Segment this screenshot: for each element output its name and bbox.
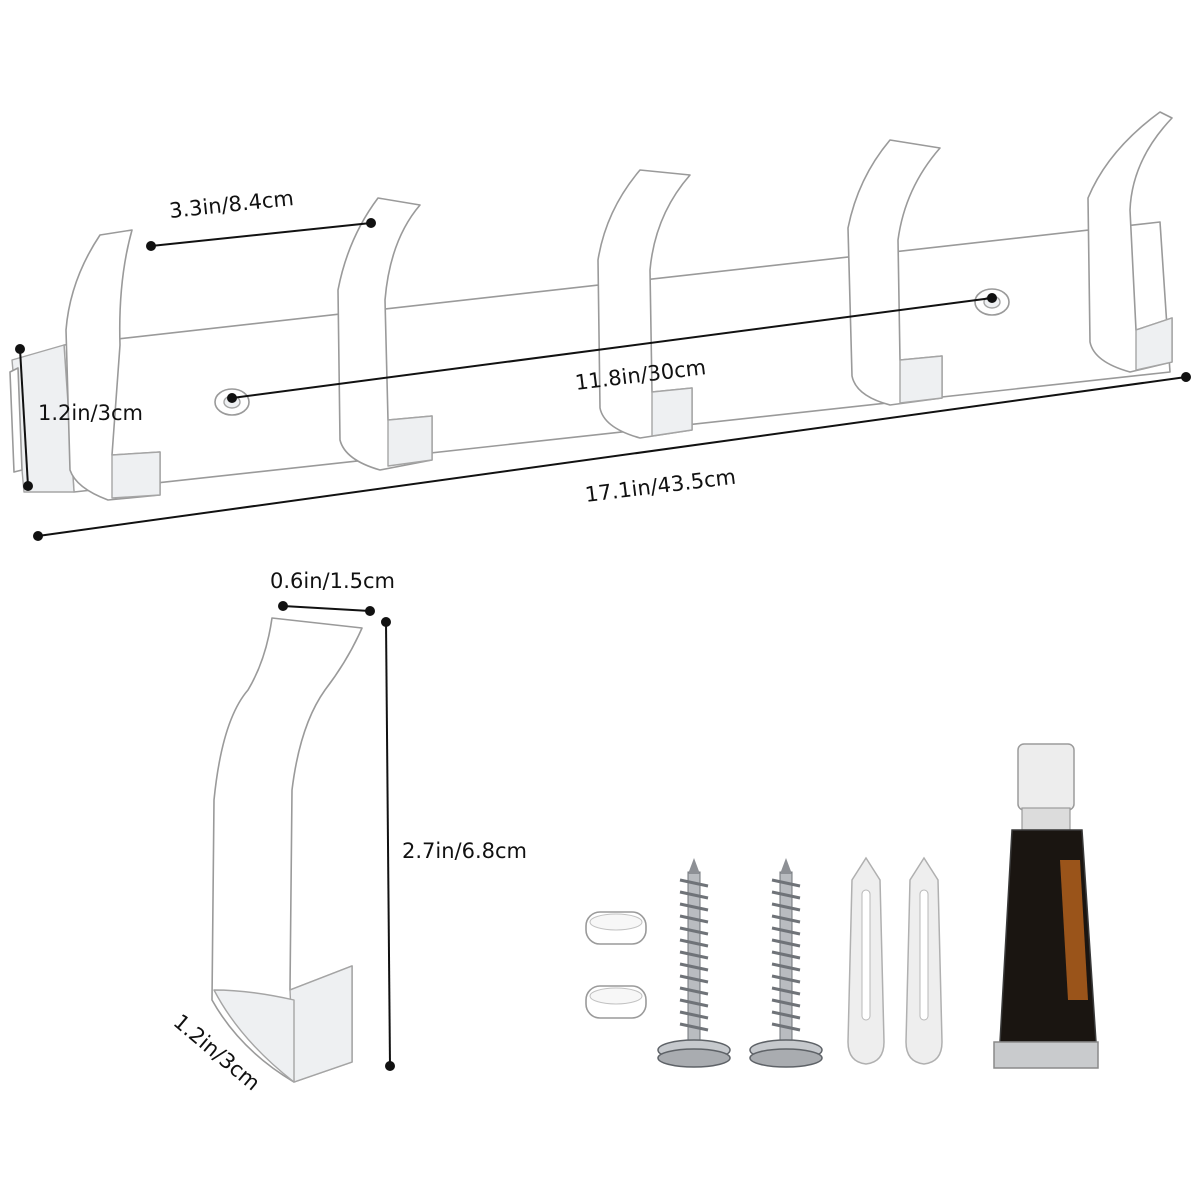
hook-width-endpoint-a (278, 601, 288, 611)
hook-spacing-endpoint-b (366, 218, 376, 228)
rail-length-line (37, 376, 1187, 537)
rail-hook-5 (1087, 111, 1173, 373)
hook-height-endpoint-b (385, 1061, 395, 1071)
hook-body (211, 617, 363, 1083)
hole-spacing-line (231, 297, 993, 399)
hole-spacing-endpoint-b (987, 293, 997, 303)
screw-cap-1 (585, 911, 647, 945)
tube-cap (1017, 743, 1075, 811)
hook-dimension-lines (278, 601, 395, 1071)
hook-bottom-face (213, 989, 295, 1083)
rail-hook-2 (337, 197, 433, 471)
rail-hook-3 (597, 169, 693, 439)
single-hook-detail (211, 617, 363, 1083)
rail-hook-4 (847, 139, 943, 406)
hook-spacing-label: 3.3in/8.4cm (168, 186, 295, 223)
rail-length-label: 17.1in/43.5cm (584, 465, 738, 507)
rail-length-endpoint-a (33, 531, 43, 541)
wall-anchor-2 (905, 856, 943, 1065)
hook-width-line (282, 605, 371, 612)
hook-width-label: 0.6in/1.5cm (270, 569, 395, 593)
hole-spacing-endpoint-a (227, 393, 237, 403)
accessories (585, 743, 1099, 1069)
screw-cap-2 (585, 985, 647, 1019)
wall-anchor-1 (847, 856, 885, 1065)
rail-height-line (19, 348, 29, 487)
tube-crimp (993, 1041, 1099, 1069)
rail-hook-1 (65, 229, 161, 501)
screw-2 (749, 858, 823, 1068)
rail-dimension-lines (15, 218, 1191, 541)
hook-spacing-line (150, 222, 372, 247)
hook-height-label: 2.7in/6.8cm (402, 839, 527, 863)
hook-spacing-endpoint-a (146, 241, 156, 251)
rail-height-endpoint-a (15, 344, 25, 354)
hook-height-endpoint-a (381, 617, 391, 627)
rail-height-endpoint-b (23, 481, 33, 491)
rail-height-label: 1.2in/3cm (38, 401, 143, 425)
hook-tip (289, 965, 353, 1083)
adhesive-tube (993, 743, 1099, 1069)
screw-1 (657, 858, 731, 1068)
hook-height-line (385, 621, 391, 1067)
coat-rack-rail (9, 111, 1173, 501)
rail-edge-detail (9, 367, 23, 473)
rail-length-endpoint-b (1181, 372, 1191, 382)
hook-width-endpoint-b (365, 606, 375, 616)
